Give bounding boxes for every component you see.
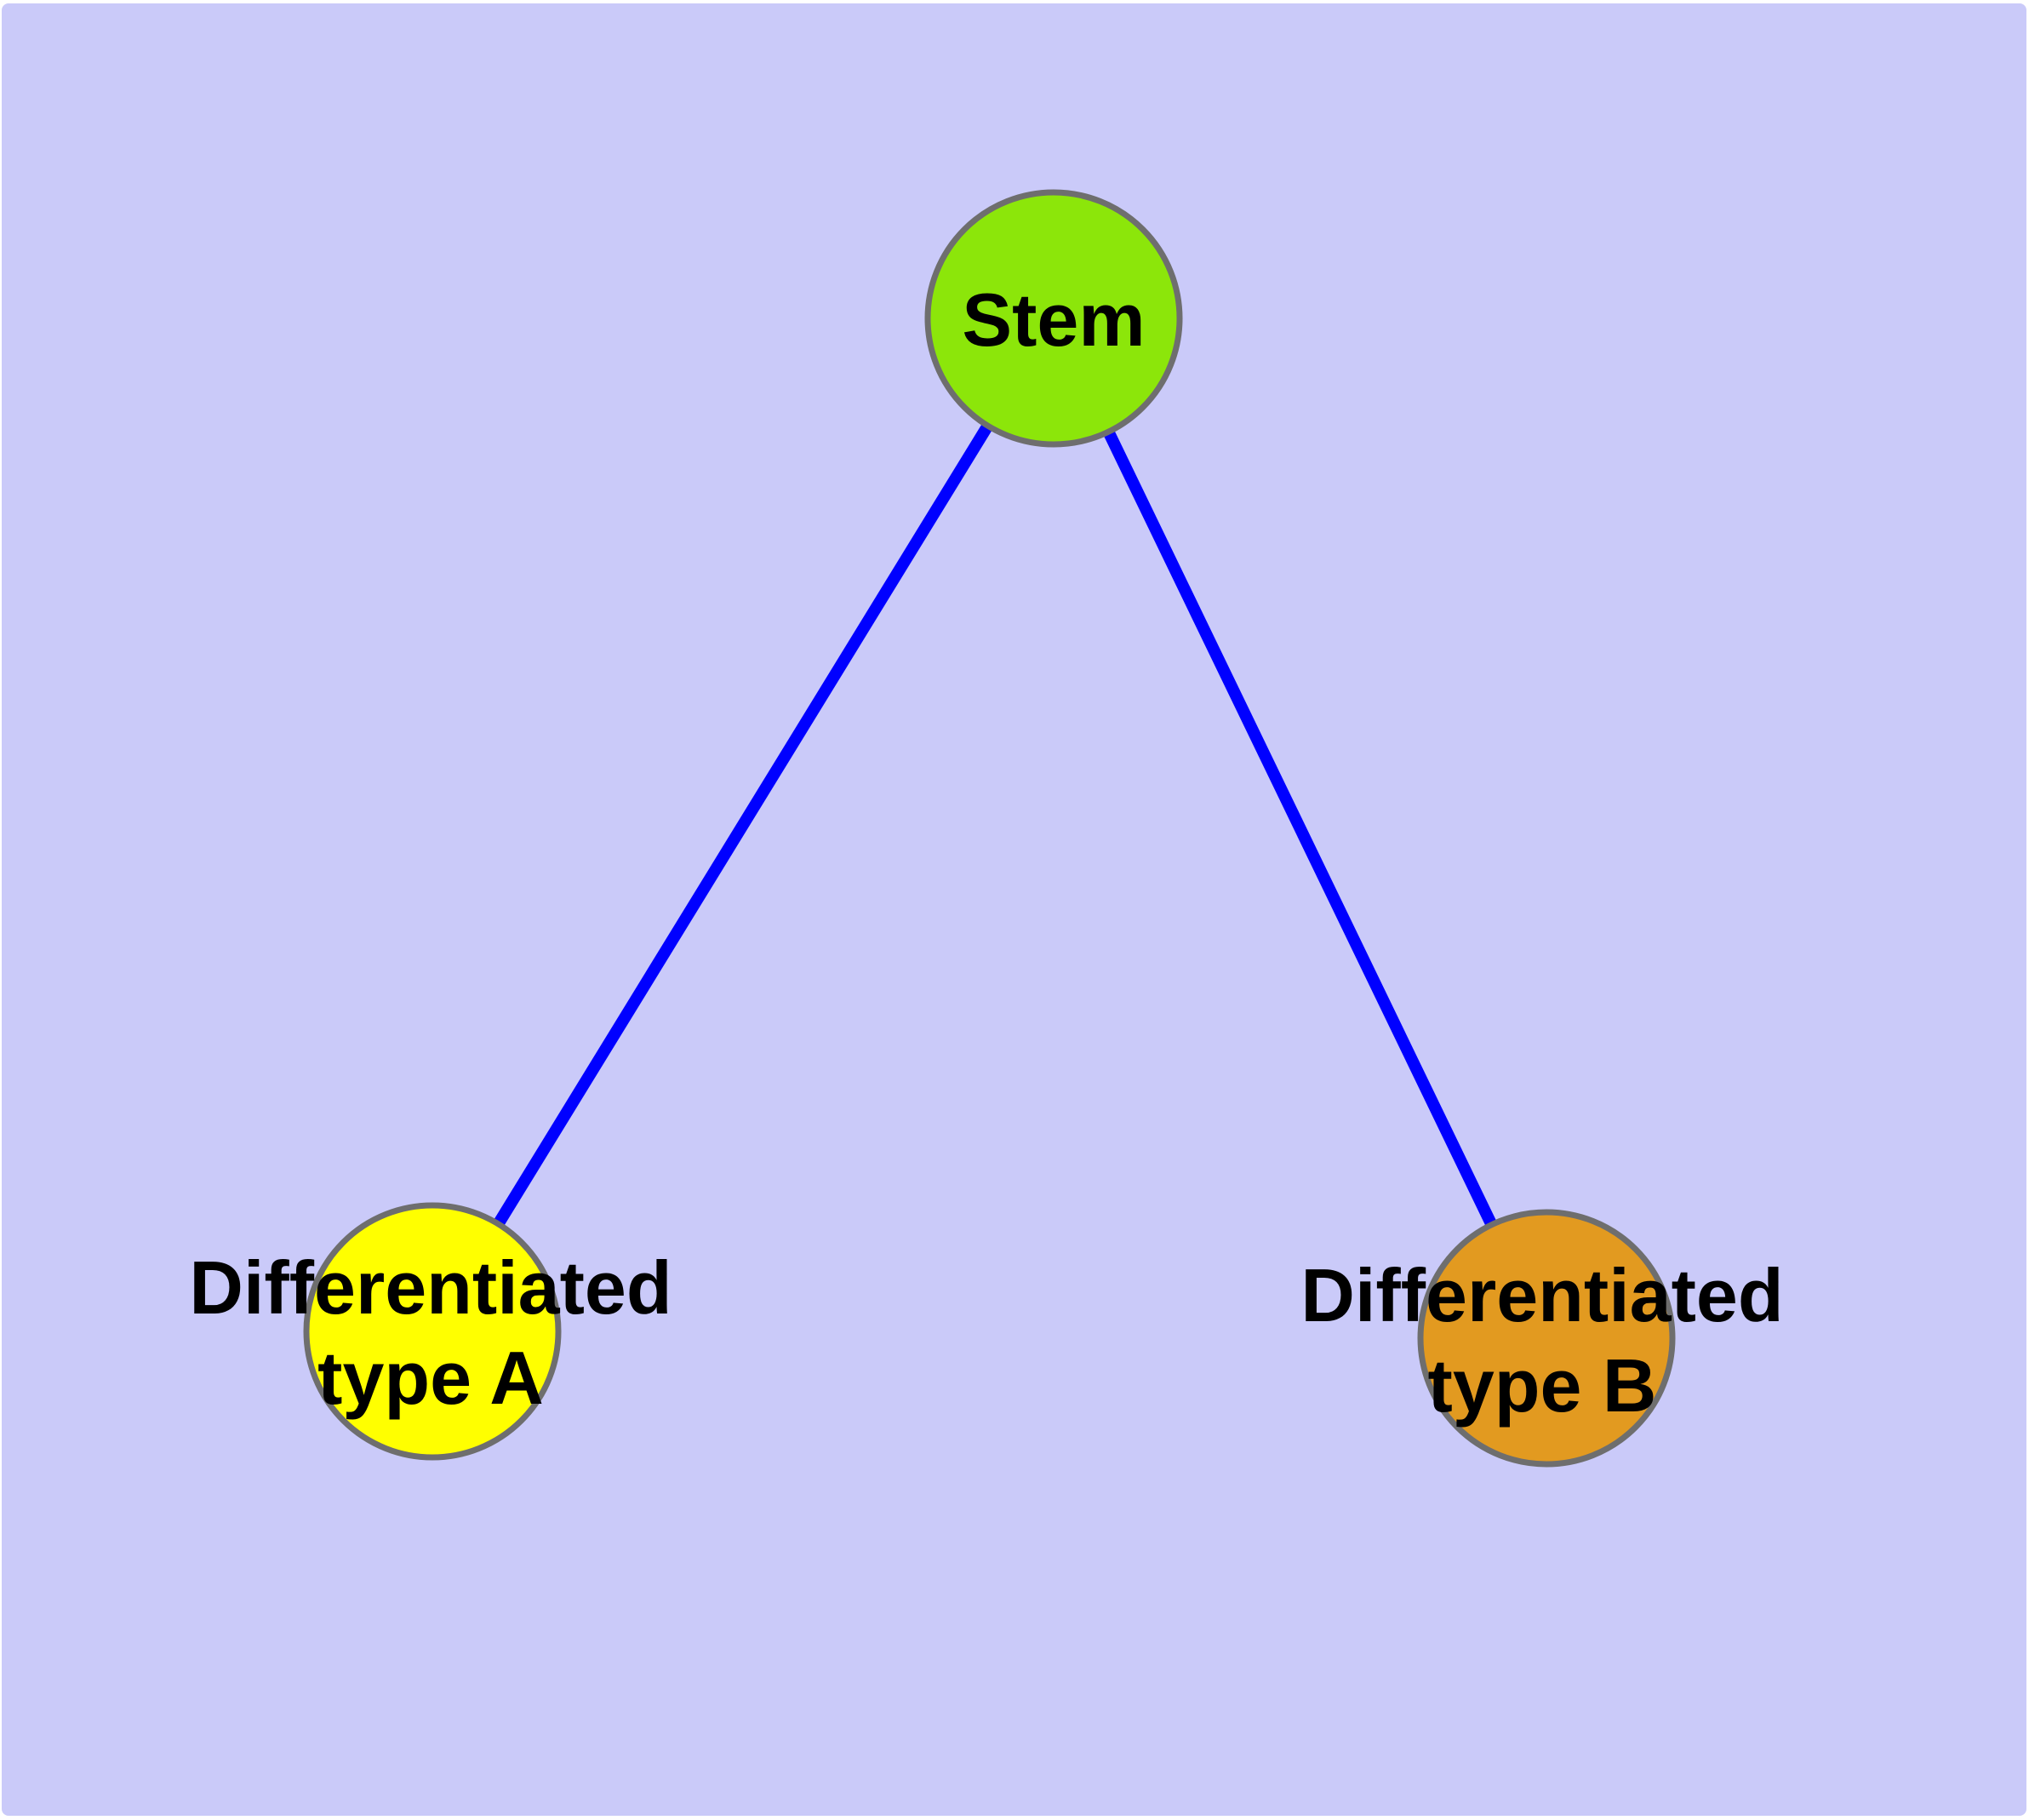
node-type-a-label: Differentiated type A	[189, 1245, 672, 1420]
node-type-b-circle	[1417, 1209, 1676, 1468]
node-type-a-circle	[303, 1202, 562, 1461]
node-stem-label: Stem	[962, 278, 1146, 362]
edge-stem-to-type-b	[1048, 315, 1552, 1342]
edge-stem-to-type-a	[427, 315, 1059, 1335]
node-stem-circle	[924, 189, 1183, 448]
node-type-b-label: Differentiated type B	[1300, 1253, 1784, 1428]
